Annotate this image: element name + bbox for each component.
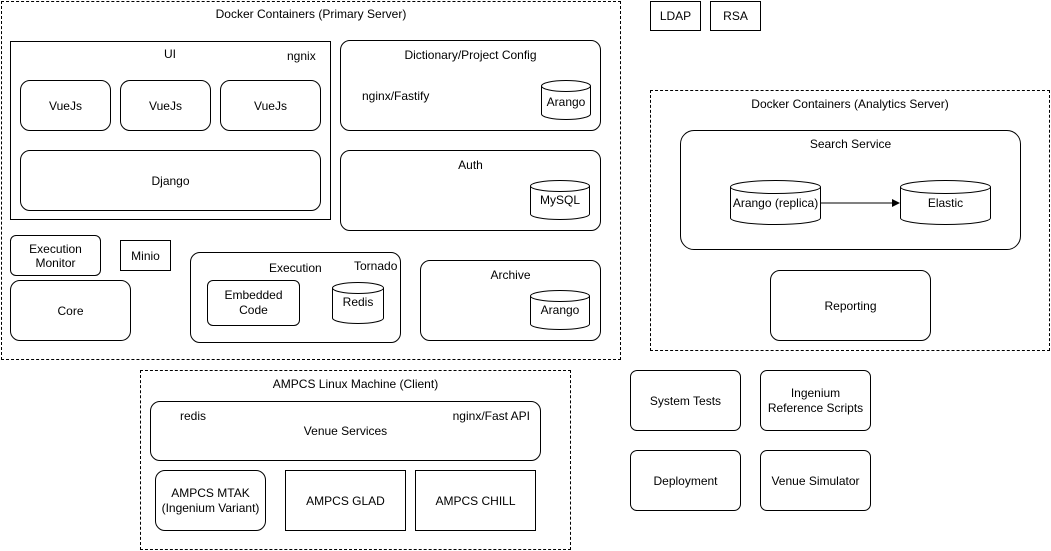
vuejs-node-3-label: VueJs (254, 98, 287, 113)
vuejs-node-2-label: VueJs (149, 98, 182, 113)
ampcs-glad-label: AMPCS GLAD (306, 493, 385, 508)
search-service-label: Search Service (809, 137, 892, 151)
analytics-server-group: Docker Containers (Analytics Server) (650, 90, 1050, 351)
reporting-label: Reporting (824, 298, 877, 313)
dictionary-config-label: Dictionary/Project Config (404, 48, 537, 62)
venue-services-node[interactable]: redis nginx/Fast API Venue Services (150, 401, 541, 461)
system-tests-label: System Tests (649, 393, 722, 408)
dictionary-server-label: nginx/Fastify (362, 89, 430, 103)
rsa-node[interactable]: RSA (710, 1, 761, 31)
ampcs-glad-node[interactable]: AMPCS GLAD (285, 470, 406, 531)
ingenium-scripts-node[interactable]: Ingenium Reference Scripts (760, 370, 871, 431)
venue-simulator-node[interactable]: Venue Simulator (760, 450, 871, 511)
deployment-label: Deployment (653, 473, 718, 488)
ldap-node[interactable]: LDAP (650, 1, 701, 31)
elastic-db-icon (900, 180, 991, 225)
primary-server-group: Docker Containers (Primary Server) (1, 1, 621, 360)
auth-mysql-label: MySQL (539, 193, 580, 207)
ampcs-chill-node[interactable]: AMPCS CHILL (415, 470, 536, 531)
venue-api-label: nginx/Fast API (452, 409, 530, 423)
ldap-label: LDAP (659, 9, 692, 23)
execution-monitor-label: Execution Monitor (29, 241, 82, 270)
auth-mysql-db-icon (530, 180, 590, 220)
archive-label: Archive (490, 268, 531, 282)
primary-server-title: Docker Containers (Primary Server) (215, 7, 407, 21)
vuejs-node-2[interactable]: VueJs (120, 80, 211, 131)
archive-arango-db-icon (530, 290, 590, 330)
ampcs-chill-label: AMPCS CHILL (435, 493, 516, 508)
rsa-label: RSA (723, 9, 748, 23)
minio-label: Minio (131, 248, 160, 263)
ampcs-mtak-node[interactable]: AMPCS MTAK (Ingenium Variant) (155, 470, 266, 531)
system-tests-node[interactable]: System Tests (630, 370, 741, 431)
venue-services-label: Venue Services (303, 424, 388, 438)
core-node[interactable]: Core (10, 280, 131, 341)
arango-replica-label: Arango (replica) (732, 196, 819, 210)
dictionary-arango-label: Arango (546, 95, 586, 109)
replication-arrowhead-icon (892, 199, 900, 207)
execution-monitor-node[interactable]: Execution Monitor (10, 235, 101, 276)
ampcs-client-title: AMPCS Linux Machine (Client) (272, 377, 439, 391)
embedded-code-node[interactable]: Embedded Code (207, 280, 300, 326)
embedded-code-label: Embedded Code (224, 288, 283, 317)
auth-label: Auth (458, 158, 483, 172)
django-label: Django (151, 173, 190, 188)
vuejs-node-1[interactable]: VueJs (20, 80, 111, 131)
ampcs-client-group: AMPCS Linux Machine (Client) (140, 370, 571, 550)
ampcs-mtak-label: AMPCS MTAK (Ingenium Variant) (161, 485, 260, 515)
vuejs-node-1-label: VueJs (49, 98, 82, 113)
execution-redis-db-icon (332, 282, 384, 324)
execution-redis-label: Redis (342, 295, 374, 309)
reporting-node[interactable]: Reporting (770, 270, 931, 341)
vuejs-node-3[interactable]: VueJs (220, 80, 321, 131)
core-label: Core (57, 303, 84, 318)
django-node[interactable]: Django (20, 150, 321, 211)
execution-label: Execution (269, 261, 322, 275)
archive-arango-label: Arango (540, 303, 580, 317)
ui-label: UI (164, 47, 176, 61)
elastic-label: Elastic (927, 196, 964, 210)
venue-redis-label: redis (180, 409, 207, 423)
minio-node[interactable]: Minio (120, 240, 171, 271)
venue-simulator-label: Venue Simulator (771, 473, 860, 488)
ingenium-scripts-label: Ingenium Reference Scripts (767, 385, 864, 415)
dictionary-arango-db-icon (541, 80, 591, 120)
analytics-server-title: Docker Containers (Analytics Server) (751, 97, 949, 111)
deployment-node[interactable]: Deployment (630, 450, 741, 511)
arango-replica-db-icon (730, 180, 821, 225)
execution-server-label: Tornado (354, 259, 398, 273)
ui-server-label: ngnix (287, 49, 316, 63)
